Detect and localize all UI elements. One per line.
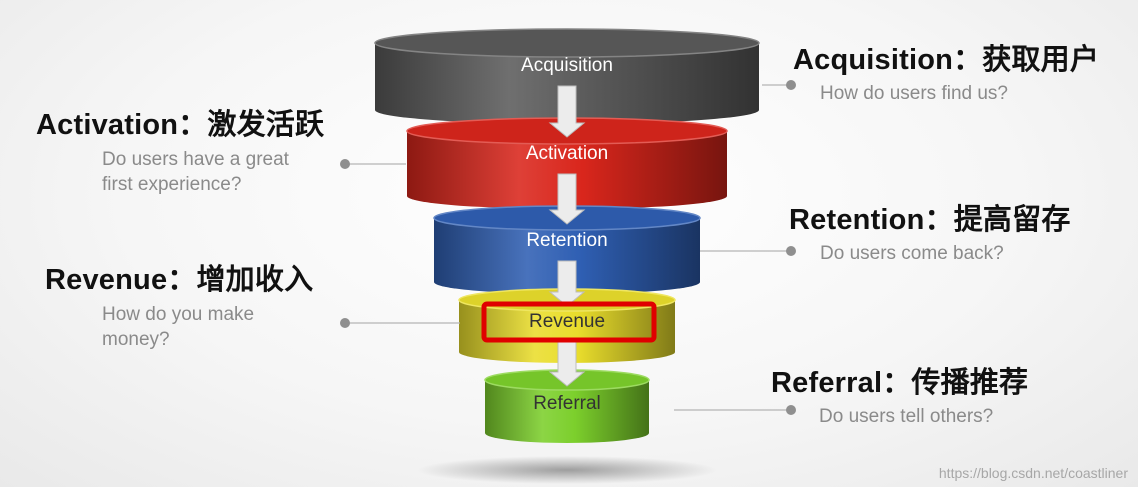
callout-referral-title: Referral：传播推荐	[771, 367, 1029, 399]
callout-referral-question: Do users tell others?	[819, 404, 1028, 429]
stage-body-revenue	[459, 300, 675, 363]
callout-activation: Activation：激发活跃 Do users have a great fi…	[36, 101, 324, 197]
callout-referral: Referral：传播推荐 Do users tell others?	[771, 359, 1028, 429]
down-arrow-icon	[548, 85, 586, 138]
callout-acquisition-question-line: How do users find us?	[820, 83, 1008, 104]
funnel-stage-acquisition	[374, 28, 760, 124]
callout-revenue-question-line-1: How do you make	[102, 304, 255, 325]
connector-dot-activation	[340, 159, 350, 169]
stage-label-activation: Activation	[526, 143, 608, 164]
stage-label-revenue: Revenue	[529, 311, 605, 332]
floor-shadow	[417, 456, 717, 484]
stage-label-retention: Retention	[526, 230, 607, 251]
callout-revenue-question: How do you make money?	[102, 302, 313, 352]
connector-dot-revenue	[340, 318, 350, 328]
callout-activation-title: Activation：激发活跃	[36, 109, 325, 141]
funnel-stage-activation	[406, 117, 728, 209]
stage-body-retention	[434, 218, 700, 294]
callout-revenue-title: Revenue：增加收入	[45, 264, 314, 296]
callout-acquisition: Acquisition：获取用户 How do users find us?	[793, 36, 1099, 106]
callout-activation-question: Do users have a great first experience?	[102, 147, 324, 197]
highlight-box	[481, 301, 657, 343]
connector-dot-referral	[786, 405, 796, 415]
down-arrow-icon	[548, 341, 586, 387]
callout-retention: Retention：提高留存 Do users come back?	[789, 196, 1071, 266]
callout-referral-question-line: Do users tell others?	[819, 406, 994, 427]
connector-dot-retention	[786, 246, 796, 256]
stage-body-activation	[407, 131, 727, 209]
stage-top-acquisition	[374, 28, 760, 58]
callout-revenue-question-line-2: money?	[102, 329, 170, 350]
connector-dot-acquisition	[786, 80, 796, 90]
callout-activation-question-line-2: first experience?	[102, 174, 242, 195]
watermark-text: https://blog.csdn.net/coastliner	[938, 465, 1128, 481]
callout-revenue: Revenue：增加收入 How do you make money?	[45, 256, 313, 352]
stage-label-acquisition: Acquisition	[521, 55, 613, 76]
callout-retention-question: Do users come back?	[820, 241, 1071, 266]
callout-retention-question-line: Do users come back?	[820, 243, 1004, 264]
callout-retention-title: Retention：提高留存	[789, 204, 1071, 236]
stage-label-referral: Referral	[533, 393, 601, 414]
callout-acquisition-question: How do users find us?	[820, 81, 1099, 106]
stage-body-acquisition	[375, 43, 759, 124]
callout-activation-question-line-1: Do users have a great	[102, 149, 289, 170]
stage-body-referral	[485, 380, 649, 443]
down-arrow-icon	[548, 173, 586, 225]
down-arrow-icon	[548, 260, 586, 307]
callout-acquisition-title: Acquisition：获取用户	[793, 44, 1100, 76]
